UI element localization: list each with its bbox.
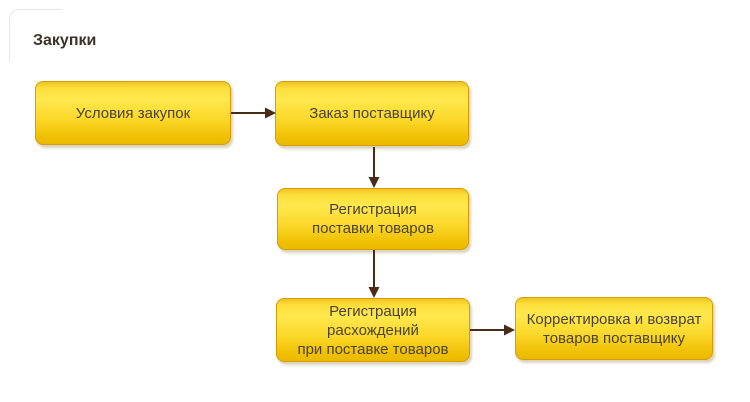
node-discrepancy-registration[interactable]: Регистрация расхождений при поставке тов… [276, 298, 470, 362]
node-correction-and-return[interactable]: Корректировка и возврат товаров поставщи… [515, 297, 713, 360]
page-title: Закупки [33, 32, 97, 49]
node-label: Регистрация поставки товаров [312, 201, 434, 237]
window-corner-border [9, 9, 62, 62]
node-label: Заказ поставщику [309, 105, 435, 122]
node-label: Корректировка и возврат товаров поставщи… [526, 310, 702, 347]
arrow-terms-to-order [231, 107, 276, 119]
arrow-discrepancy-to-correction [470, 324, 515, 336]
node-label: Условия закупок [75, 104, 191, 122]
arrow-delivery-to-discrepancy [368, 250, 380, 298]
node-label: Регистрация расхождений при поставке тов… [297, 302, 449, 358]
node-supplier-order[interactable]: Заказ поставщику [275, 81, 469, 146]
node-goods-delivery-registration[interactable]: Регистрация поставки товаров [277, 188, 469, 250]
node-purchase-terms[interactable]: Условия закупок [35, 81, 231, 145]
arrow-order-to-delivery [368, 147, 380, 188]
